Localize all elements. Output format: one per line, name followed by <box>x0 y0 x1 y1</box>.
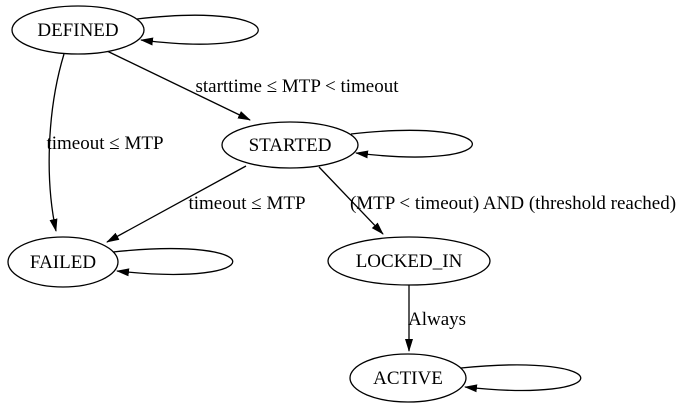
state-label: FAILED <box>30 252 96 273</box>
transition-started-lockedin: (MTP < timeout) AND (threshold reached) <box>318 166 676 235</box>
transition-label: timeout ≤ MTP <box>188 193 305 214</box>
transition-defined-failed: timeout ≤ MTP <box>46 53 164 232</box>
state-label: STARTED <box>249 135 332 156</box>
self-loop-failed <box>112 247 234 277</box>
transition-arrow <box>106 50 251 121</box>
transition-lockedin-active: Always <box>405 285 466 352</box>
transition-started-failed: timeout ≤ MTP <box>106 165 306 243</box>
self-loop-active <box>460 364 582 393</box>
state-failed: FAILED <box>7 236 119 288</box>
state-ellipse <box>327 236 491 286</box>
state-ellipse <box>11 5 145 55</box>
transition-arrow <box>106 165 247 243</box>
transition-defined-started: starttime ≤ MTP < timeout <box>106 50 399 121</box>
state-label: ACTIVE <box>373 368 443 389</box>
transition-label: Always <box>408 309 466 330</box>
state-defined: DEFINED <box>11 5 145 55</box>
transition-label: starttime ≤ MTP < timeout <box>195 76 399 97</box>
state-lockedin: LOCKED_IN <box>327 236 491 286</box>
state-ellipse <box>221 121 359 169</box>
state-ellipse <box>7 236 119 288</box>
self-loop-defined <box>136 14 259 46</box>
transition-arrow <box>48 53 65 232</box>
transition-label: timeout ≤ MTP <box>46 133 163 154</box>
state-label: DEFINED <box>37 20 118 41</box>
self-loop-started <box>350 129 474 159</box>
transition-arrow <box>318 166 384 235</box>
transition-label: (MTP < timeout) AND (threshold reached) <box>350 193 676 214</box>
state-started: STARTED <box>221 121 359 169</box>
state-active: ACTIVE <box>349 353 467 403</box>
state-label: LOCKED_IN <box>356 251 463 272</box>
state-ellipse <box>349 353 467 403</box>
